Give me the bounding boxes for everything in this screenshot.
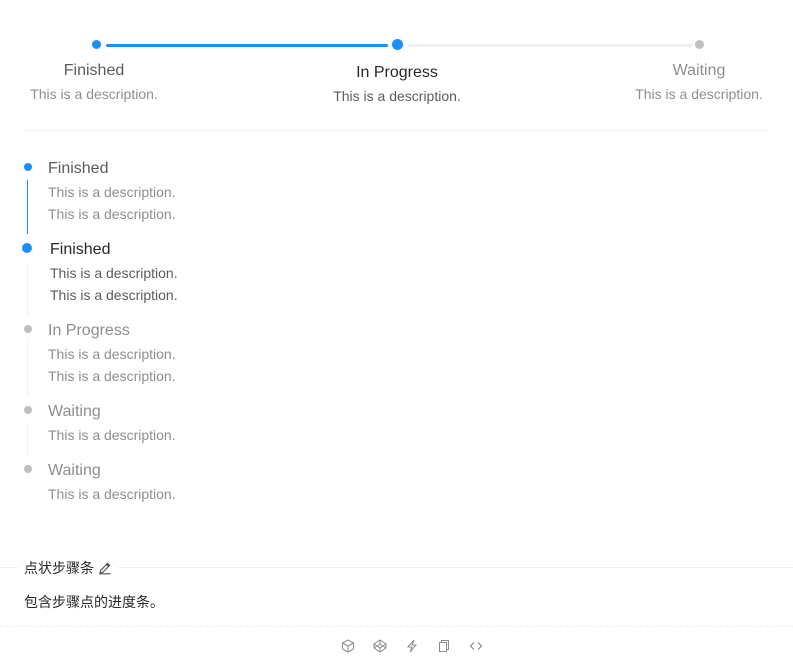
demo-meta-divider [0,567,793,568]
step-title[interactable]: Finished [63,62,125,79]
step-title: Waiting [48,462,101,479]
demo-description: 包含步骤点的进度条。 [24,594,164,610]
step-dot-in-progress [392,39,403,50]
step-title: Waiting [48,403,101,420]
edit-icon[interactable] [98,561,112,575]
code-icon[interactable] [468,638,484,654]
step-description: This is a description. [48,368,176,384]
step-description: This is a description. [50,265,178,281]
step-dot-waiting [24,465,32,473]
step-title: In Progress [48,322,130,339]
demo-title: 点状步骤条 [24,560,94,576]
step-description: This is a description. [635,86,763,102]
step-tail [27,180,28,234]
step-description: This is a description. [48,184,176,200]
step-dot-waiting [24,406,32,414]
step-connector-finished [106,44,388,47]
step-connector-waiting [408,44,692,47]
step-dot-finished [92,40,101,49]
step-description: This is a description. [48,206,176,222]
step-tail [27,423,28,457]
divider [24,130,768,131]
codepen-icon[interactable] [372,638,388,654]
step-title: Finished [50,241,111,258]
step-dot-in-progress [22,243,32,253]
demo-title-bar: 点状步骤条 [18,558,118,578]
riddle-icon[interactable] [404,638,420,654]
step-title[interactable]: Waiting [672,62,726,79]
demo-actions [340,638,484,654]
demo-actions-divider [0,626,793,627]
step-dot-finished [24,163,32,171]
copy-icon[interactable] [436,638,452,654]
step-description: This is a description. [30,86,158,102]
step-description: This is a description. [333,88,461,104]
step-dot-waiting [24,325,32,333]
step-description: This is a description. [48,427,176,443]
step-title: Finished [48,160,109,177]
codesandbox-icon[interactable] [340,638,356,654]
step-description: This is a description. [48,346,176,362]
step-description: This is a description. [48,486,176,502]
horizontal-dot-steps: Finished This is a description. In Progr… [0,0,793,130]
step-title[interactable]: In Progress [356,64,438,81]
step-tail [27,342,28,397]
step-description: This is a description. [50,287,178,303]
step-tail [27,263,28,316]
step-dot-waiting [695,40,704,49]
